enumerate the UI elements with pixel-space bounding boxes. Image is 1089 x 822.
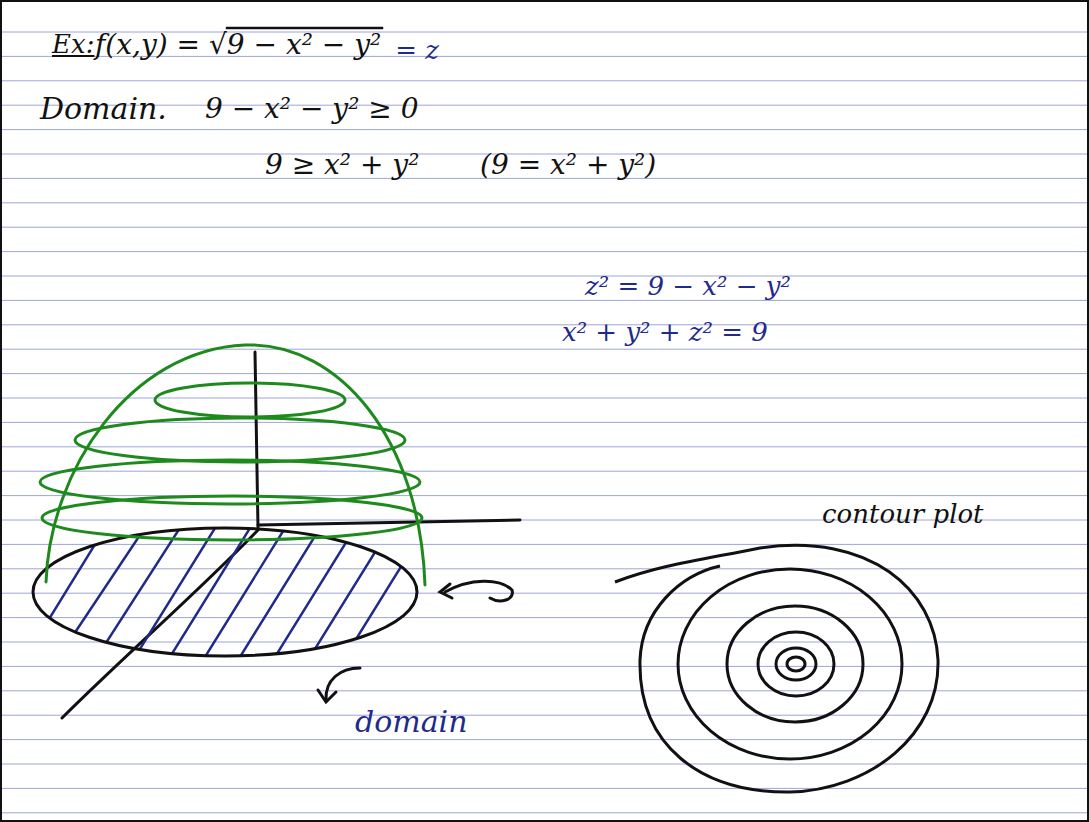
ruled-line	[2, 690, 1087, 691]
ruled-line	[2, 227, 1087, 228]
output-variable: = z	[395, 36, 439, 65]
example-tag: Ex:	[52, 30, 94, 59]
pointer-arrow	[318, 581, 512, 702]
ruled-line	[2, 324, 1087, 325]
domain-hatching	[30, 520, 460, 665]
section-heading: Domain.	[40, 92, 167, 125]
ruled-line	[2, 300, 1087, 301]
ruled-line	[2, 129, 1087, 130]
callout-label: domain	[355, 705, 468, 738]
callout-label: contour plot	[822, 500, 984, 529]
ruled-line	[2, 544, 1087, 545]
ruled-line	[2, 373, 1087, 374]
ruled-line	[2, 80, 1087, 81]
equation: z² = 9 − x² − y²	[585, 272, 791, 301]
ruled-line	[2, 276, 1087, 277]
ruled-line	[2, 446, 1087, 447]
ruled-line	[2, 642, 1087, 643]
ruled-line	[2, 593, 1087, 594]
hemisphere	[40, 345, 425, 585]
domain-disk	[33, 528, 417, 656]
contour-plot	[615, 545, 938, 792]
inequality: 9 − x² − y² ≥ 0	[205, 94, 418, 125]
ruled-line	[2, 617, 1087, 618]
ruled-line	[2, 398, 1087, 399]
ruled-line	[2, 788, 1087, 789]
boundary-equation: (9 = x² + y²)	[480, 150, 656, 181]
ruled-line	[2, 422, 1087, 423]
ruled-line	[2, 251, 1087, 252]
ruled-line	[2, 568, 1087, 569]
ruled-line	[2, 471, 1087, 472]
sphere-equation: x² + y² + z² = 9	[562, 318, 768, 347]
ruled-line	[2, 202, 1087, 203]
inequality: 9 ≥ x² + y²	[265, 150, 419, 181]
ruled-line	[2, 739, 1087, 740]
root-bar	[226, 27, 383, 30]
ruled-line	[2, 764, 1087, 765]
function-definition: f(x,y) = √9 − x² − y²	[95, 30, 381, 61]
ruled-line	[2, 349, 1087, 350]
ruled-line	[2, 812, 1087, 813]
ruled-line	[2, 666, 1087, 667]
